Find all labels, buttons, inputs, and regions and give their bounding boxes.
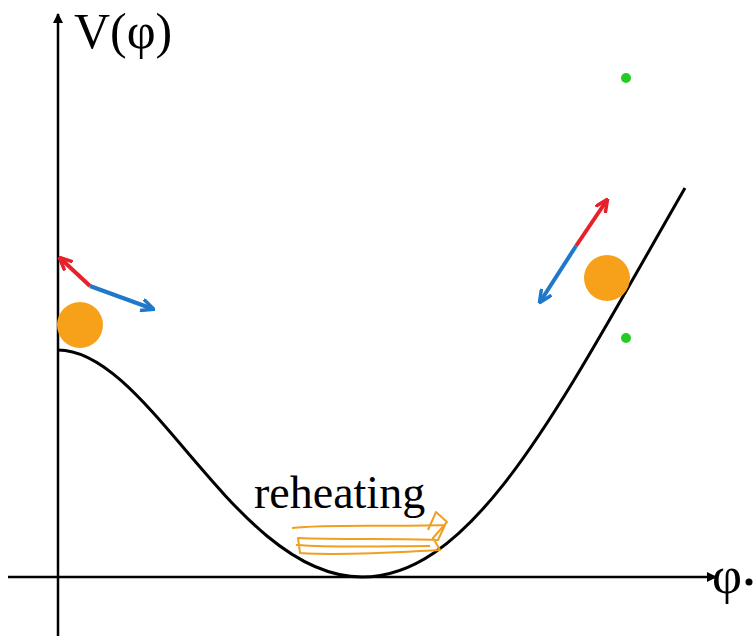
oscillation-scribble bbox=[292, 512, 447, 554]
potential-curve bbox=[58, 188, 685, 577]
axis-label: φ bbox=[712, 550, 742, 602]
bullet-dot bbox=[621, 333, 631, 343]
bullet-dot bbox=[621, 73, 631, 83]
classical-roll-arrow bbox=[540, 246, 576, 302]
field-ball bbox=[584, 255, 630, 301]
quantum-kick-arrow bbox=[576, 200, 607, 246]
classical-roll-arrow bbox=[90, 286, 153, 309]
axis-label: V(φ) bbox=[74, 6, 172, 56]
bullet-dot bbox=[746, 579, 753, 586]
quantum-kick-arrow bbox=[60, 258, 90, 286]
field-ball bbox=[57, 302, 103, 348]
phase-label: reheating bbox=[254, 470, 425, 516]
